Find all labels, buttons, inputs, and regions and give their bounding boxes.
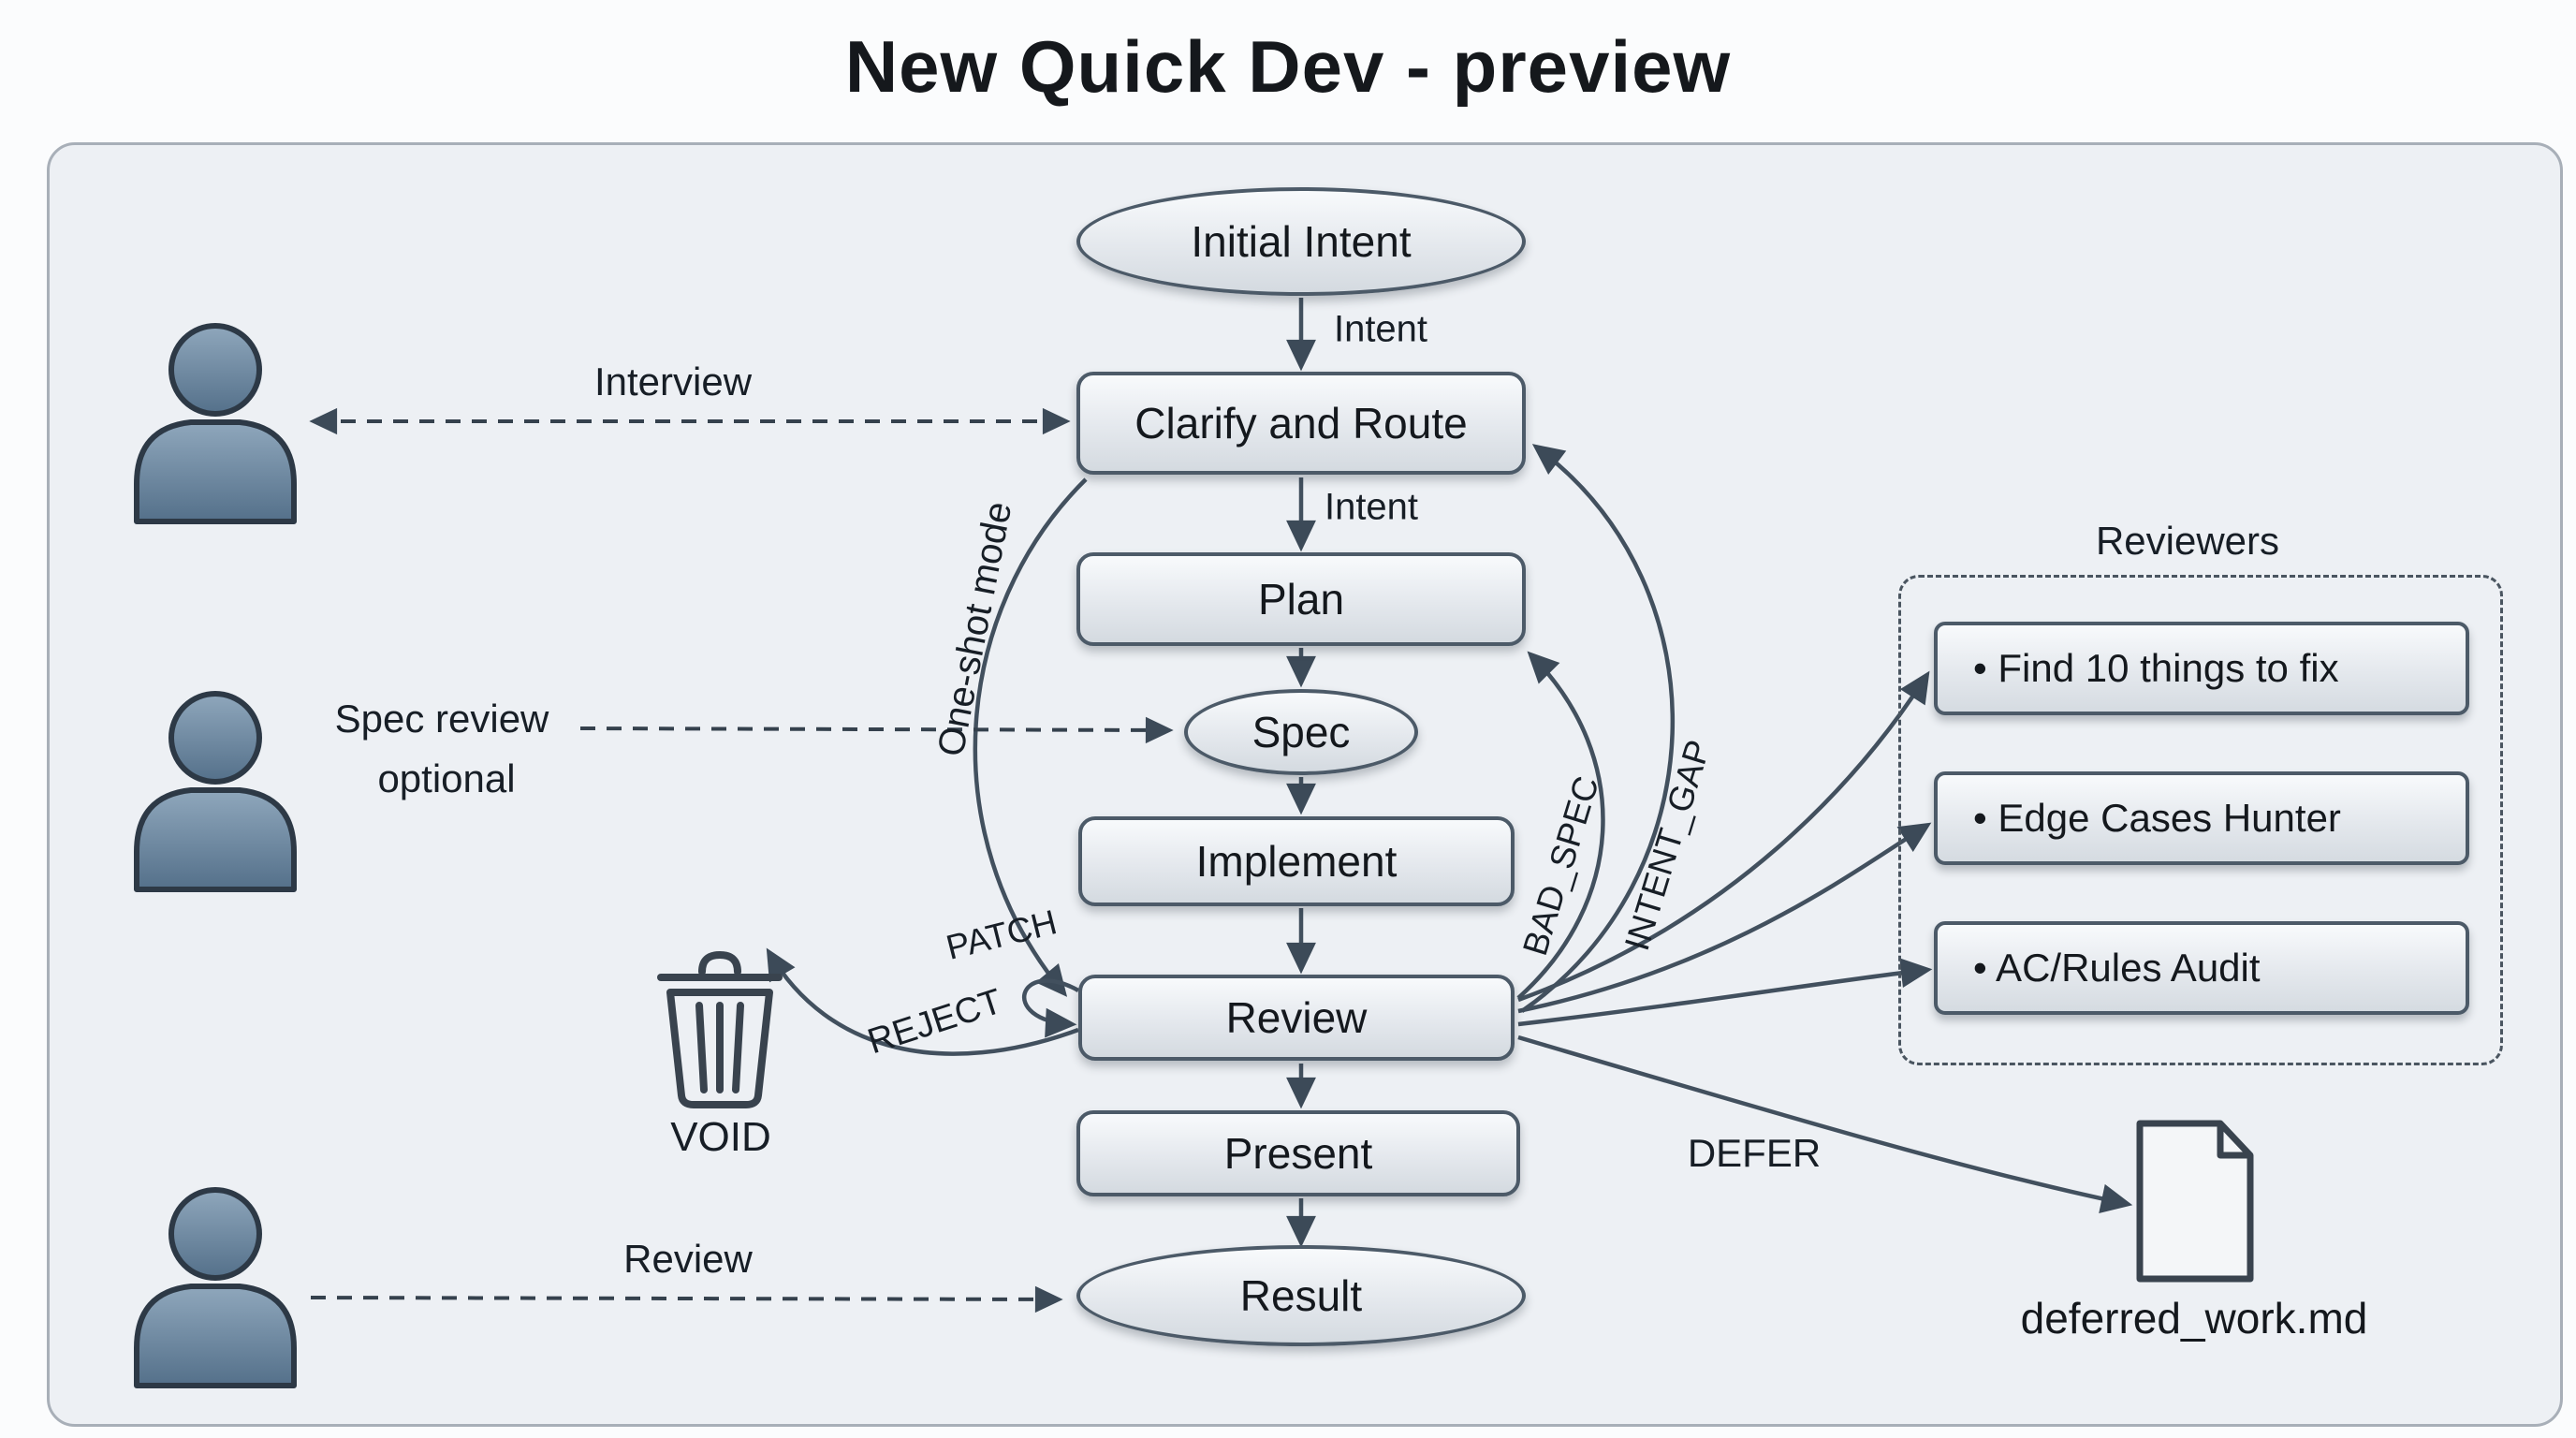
edge-label-review-dashed: Review bbox=[623, 1237, 753, 1281]
arrow-reject-to-void bbox=[766, 947, 1079, 1056]
dashed-arrows bbox=[309, 407, 1174, 1313]
arrow-review-to-reviewer1 bbox=[1517, 670, 1930, 1003]
diagram-title: New Quick Dev - preview bbox=[844, 25, 1732, 108]
reviewer-item-edge-cases-hunter: • Edge Cases Hunter bbox=[1934, 771, 2469, 865]
edge-label-intent-2: Intent bbox=[1324, 486, 1419, 528]
node-implement: Implement bbox=[1078, 816, 1515, 906]
reviewer-item-find-10-things: • Find 10 things to fix bbox=[1934, 622, 2469, 715]
node-review: Review bbox=[1078, 975, 1515, 1061]
node-initial-intent: Initial Intent bbox=[1076, 187, 1526, 296]
edge-label-spec-review-line1: Spec review bbox=[334, 697, 549, 741]
arrow-bad-spec bbox=[1516, 651, 1605, 1000]
arrow-intent-gap bbox=[1520, 444, 1676, 1013]
person-icon-middle bbox=[134, 691, 297, 892]
edge-label-defer: DEFER bbox=[1687, 1131, 1822, 1175]
arrow-review-to-reviewer2 bbox=[1517, 822, 1932, 1014]
arrow-spec-review bbox=[579, 716, 1174, 744]
edge-label-intent-1: Intent bbox=[1333, 308, 1428, 350]
node-plan: Plan bbox=[1076, 552, 1526, 646]
reviewers-title: Reviewers bbox=[2095, 519, 2280, 563]
node-result: Result bbox=[1076, 1245, 1526, 1346]
curved-arrows bbox=[766, 444, 2133, 1214]
arrow-defer-to-file bbox=[1517, 1034, 2133, 1214]
node-present: Present bbox=[1076, 1110, 1520, 1196]
reviewers-panel bbox=[1898, 575, 2503, 1065]
arrow-review-result bbox=[310, 1285, 1063, 1313]
person-icon-top bbox=[134, 323, 297, 524]
reviewer-item-ac-rules-audit: • AC/Rules Audit bbox=[1934, 921, 2469, 1015]
deferred-file-label: deferred_work.md bbox=[2020, 1294, 2368, 1343]
arrow-one-shot-mode bbox=[973, 477, 1088, 997]
arrow-review-to-reviewer3 bbox=[1517, 958, 1933, 1027]
trash-icon bbox=[657, 951, 783, 1108]
node-clarify-and-route: Clarify and Route bbox=[1076, 372, 1526, 475]
edge-label-spec-review-line2: optional bbox=[377, 756, 516, 800]
node-spec: Spec bbox=[1184, 689, 1418, 775]
document-icon bbox=[2136, 1120, 2254, 1283]
void-label: VOID bbox=[670, 1114, 771, 1160]
edge-label-interview: Interview bbox=[593, 360, 753, 404]
arrow-patch-loop bbox=[1021, 978, 1080, 1038]
person-icon-bottom bbox=[134, 1187, 297, 1388]
